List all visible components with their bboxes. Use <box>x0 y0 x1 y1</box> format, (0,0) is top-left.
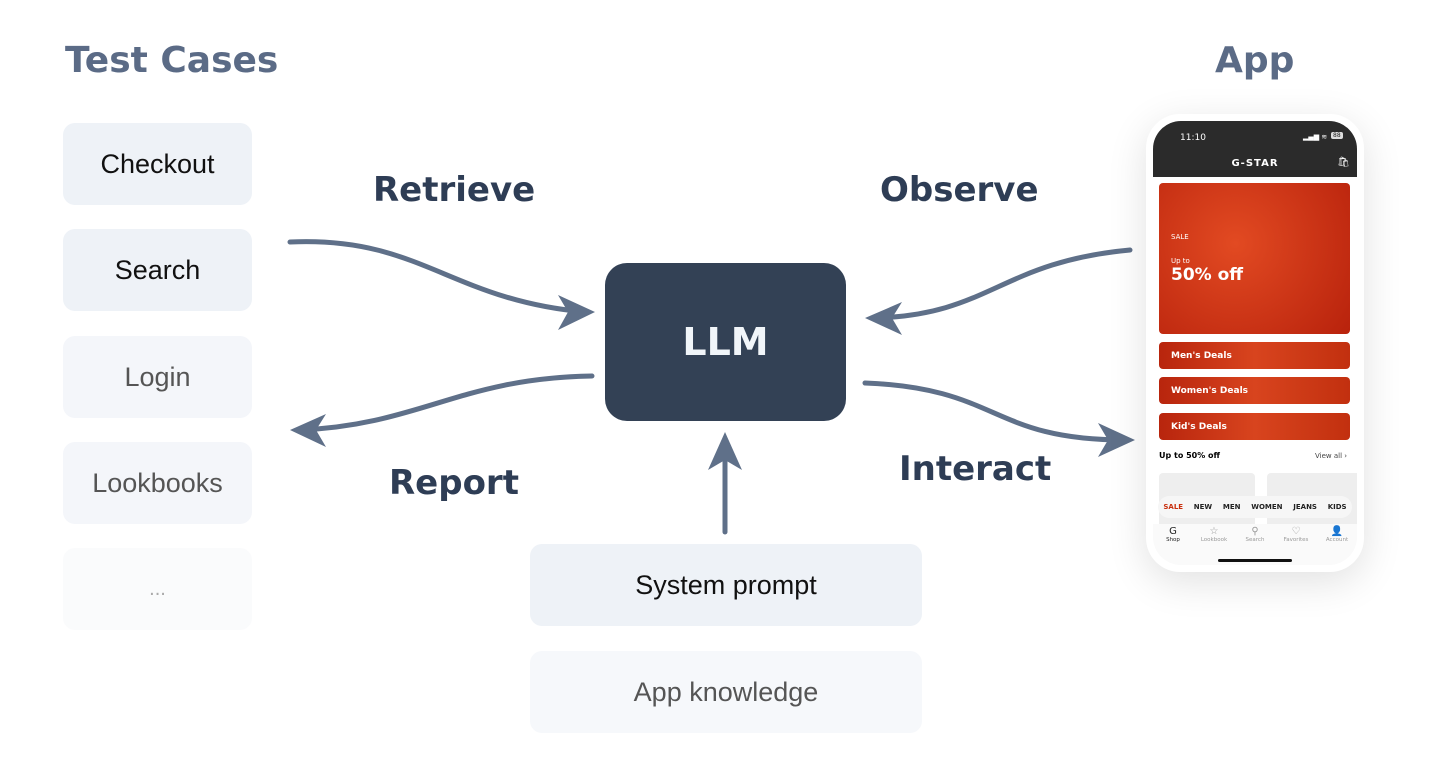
app-heading: App <box>1215 40 1295 81</box>
category-new[interactable]: NEW <box>1193 503 1213 511</box>
tab-favorites[interactable]: ♡Favorites <box>1276 526 1316 543</box>
test-case-login: Login <box>63 336 252 418</box>
home-indicator <box>1218 559 1292 562</box>
test-case-checkout: Checkout <box>63 123 252 205</box>
retrieve-arrow <box>287 239 588 315</box>
app-knowledge-box: App knowledge <box>530 651 922 733</box>
interact-arrow <box>862 380 1128 443</box>
tab-lookbook[interactable]: ☆Lookbook <box>1194 526 1234 543</box>
g-star-logo-icon: G <box>1169 526 1177 537</box>
tab-label: Favorites <box>1283 537 1309 543</box>
category-jeans[interactable]: JEANS <box>1293 503 1317 511</box>
tab-label: Account <box>1325 537 1349 543</box>
test-case-lookbooks: Lookbooks <box>63 442 252 524</box>
star-icon: ☆ <box>1209 526 1219 537</box>
shopping-bag-icon[interactable]: 🛍 <box>1337 157 1350 168</box>
phone-mockup: 11:10 ▂▄▆ ≋ 88 G-STAR 🛍 SALE Up to 50% o… <box>1146 114 1364 572</box>
test-case-more: ... <box>63 548 252 630</box>
test-case-search: Search <box>63 229 252 311</box>
signal-wifi-icon: ▂▄▆ ≋ <box>1303 133 1328 141</box>
status-and-header: 11:10 ▂▄▆ ≋ 88 G-STAR 🛍 <box>1153 121 1357 177</box>
person-icon: 👤 <box>1330 526 1344 537</box>
observe-label: Observe <box>880 170 1039 210</box>
heart-icon: ♡ <box>1291 526 1301 537</box>
tab-label: Shop <box>1166 537 1180 543</box>
view-all-link[interactable]: View all › <box>1315 452 1348 460</box>
banner-upto: Up to <box>1171 257 1190 265</box>
banner-tag: SALE <box>1171 233 1189 241</box>
interact-label: Interact <box>899 449 1052 489</box>
category-bar: SALE NEW MEN WOMEN JEANS KIDS <box>1158 496 1352 518</box>
category-women[interactable]: WOMEN <box>1251 503 1283 511</box>
mens-deals-button[interactable]: Men's Deals <box>1159 342 1350 369</box>
test-cases-heading: Test Cases <box>65 40 279 81</box>
tab-account[interactable]: 👤Account <box>1317 526 1357 543</box>
tab-label: Search <box>1245 537 1265 543</box>
status-time: 11:10 <box>1180 133 1206 143</box>
category-kids[interactable]: KIDS <box>1327 503 1347 511</box>
tab-bar <box>1153 524 1357 565</box>
tab-label: Lookbook <box>1200 537 1228 543</box>
sale-banner[interactable]: SALE Up to 50% off <box>1159 183 1350 334</box>
battery-indicator: 88 <box>1331 132 1343 139</box>
report-label: Report <box>389 463 519 503</box>
brand-logo: G-STAR <box>1231 158 1279 169</box>
system-prompt-box: System prompt <box>530 544 922 626</box>
report-arrow <box>297 373 595 433</box>
search-icon: ⚲ <box>1251 526 1259 537</box>
section-title: Up to 50% off <box>1159 451 1221 460</box>
llm-box: LLM <box>605 263 846 421</box>
banner-headline: 50% off <box>1171 265 1244 285</box>
category-men[interactable]: MEN <box>1222 503 1241 511</box>
observe-arrow <box>872 247 1133 321</box>
retrieve-label: Retrieve <box>373 170 536 210</box>
kids-deals-button[interactable]: Kid's Deals <box>1159 413 1350 440</box>
category-sale[interactable]: SALE <box>1163 503 1184 511</box>
womens-deals-button[interactable]: Women's Deals <box>1159 377 1350 404</box>
tab-search[interactable]: ⚲Search <box>1235 526 1275 543</box>
